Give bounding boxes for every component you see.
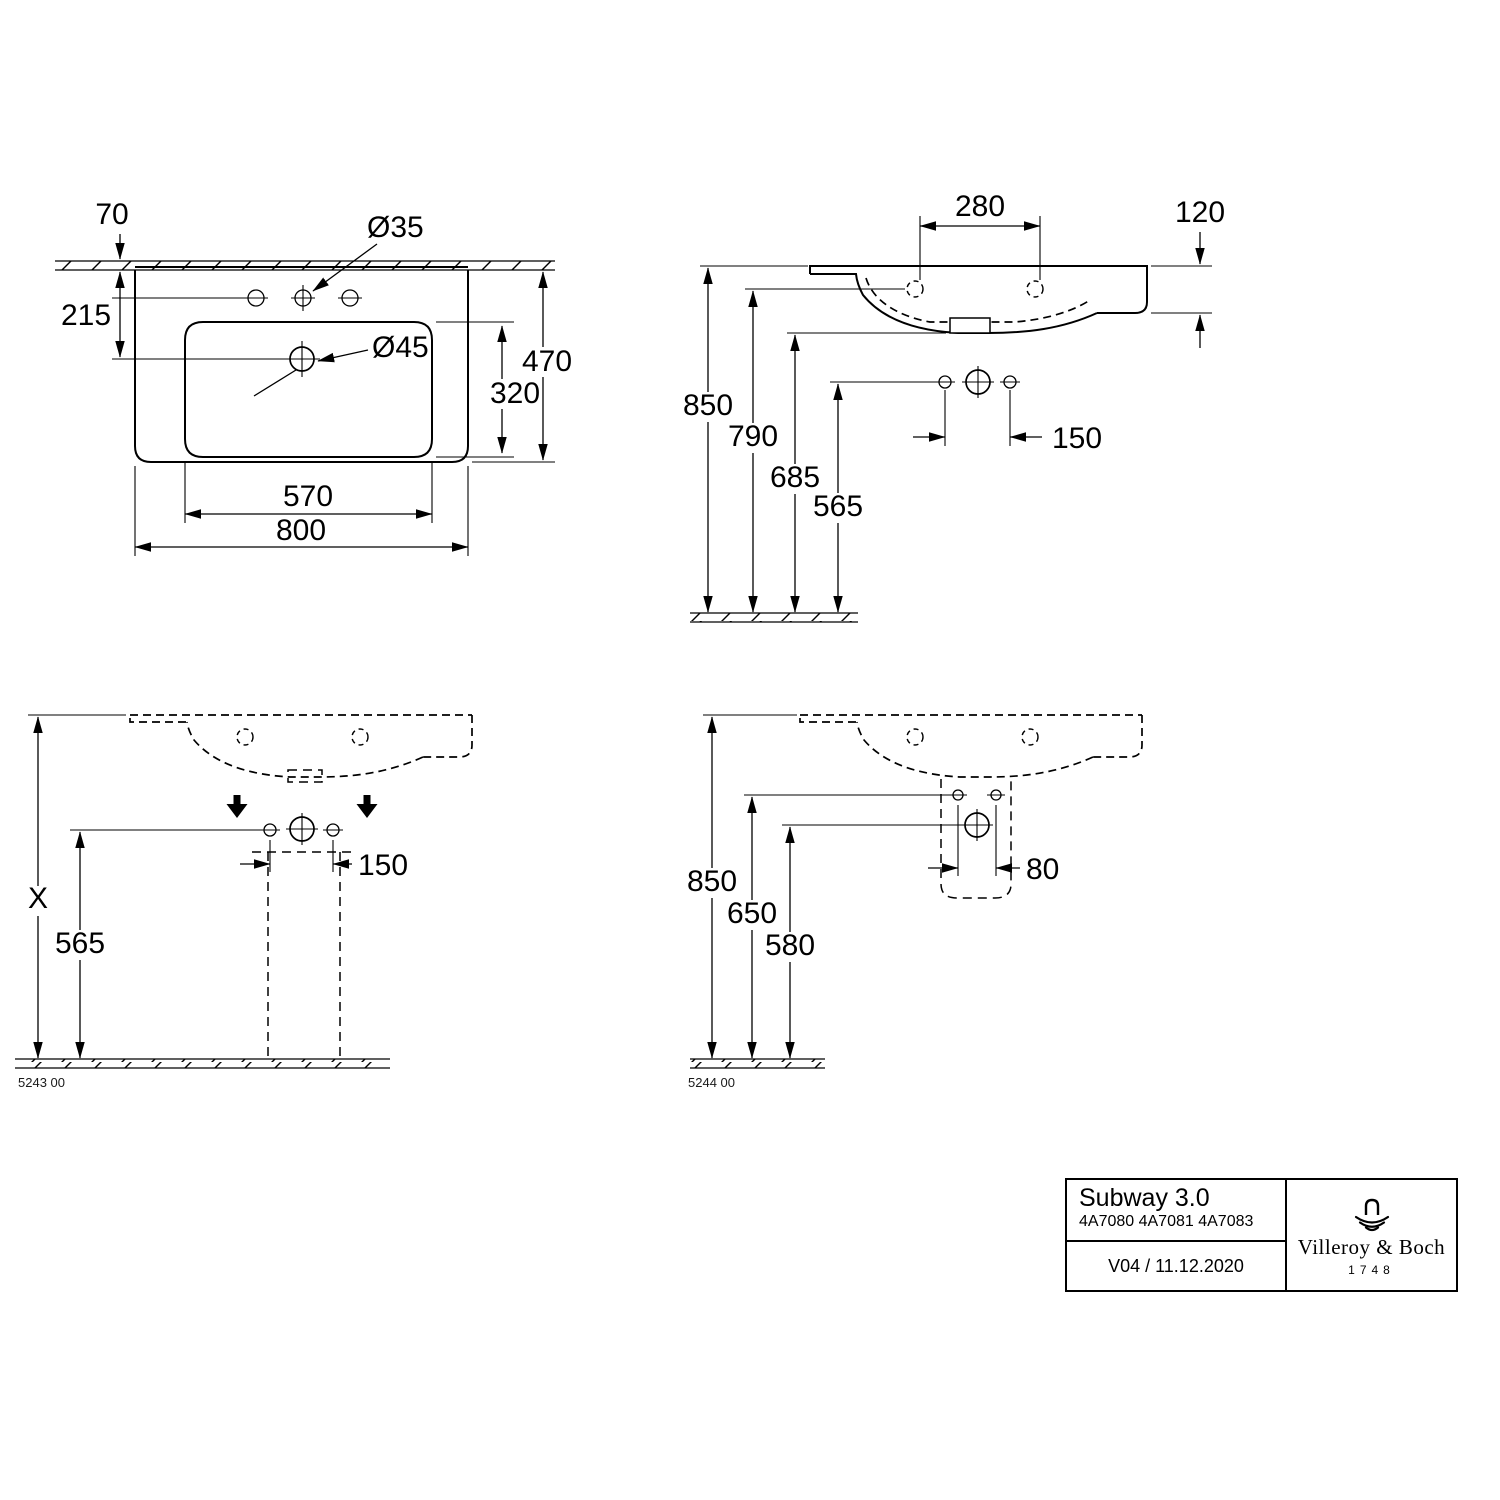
hidden-tap-hole	[1026, 280, 1044, 298]
brand-name: Villeroy & Boch	[1297, 1235, 1446, 1259]
drain-hole	[284, 341, 320, 377]
dim-text-gap	[489, 379, 541, 409]
villeroy-boch-logo-icon	[1354, 1198, 1389, 1232]
dim-text-gap	[23, 886, 53, 916]
plan-extension-lines	[112, 297, 555, 556]
dim-text-gap	[764, 932, 816, 962]
dim-text-gap	[519, 347, 575, 377]
dim-fixing-hole-spacing: 150	[1052, 422, 1102, 455]
overflow-outlet	[949, 317, 991, 334]
dim-drain-spacing: 80	[1026, 853, 1059, 886]
article-code: 5244 00	[688, 1075, 735, 1090]
dim-total-depth: 470	[522, 345, 572, 378]
hidden-siphon-cover-outline	[940, 779, 1012, 899]
dim-text-gap	[682, 392, 734, 422]
dim-height-overflow: 685	[770, 461, 820, 494]
dim-fixing-hole-spacing: 150	[358, 849, 408, 882]
article-code: 5243 00	[18, 1075, 65, 1090]
dim-front-edge-height: 120	[1175, 196, 1225, 229]
dim-height-drain: 580	[765, 929, 815, 962]
label-drain-diameter: Ø45	[372, 331, 429, 364]
version-date: V04 / 11.12.2020	[1108, 1255, 1244, 1276]
siphon-view: 850 650 580 80 5244 00	[686, 714, 1143, 1090]
dim-height-total: 850	[683, 389, 733, 422]
dim-text-gap	[686, 868, 738, 898]
floor-section	[690, 612, 858, 623]
hidden-bowl-contour	[865, 277, 1091, 323]
pedestal-dimension-lines	[33, 716, 352, 1059]
hidden-tap-hole	[906, 280, 924, 298]
front-extension-lines	[700, 216, 1212, 446]
product-cell: Subway 3.0 4A7080 4A7081 4A7083	[1067, 1180, 1285, 1242]
floor-section	[15, 1058, 390, 1069]
wall-fixing-holes	[260, 813, 343, 845]
dim-bowl-width: 570	[283, 480, 333, 513]
dim-text-gap	[769, 464, 821, 494]
brand-founding-year: 1748	[1348, 1263, 1395, 1277]
dim-text-gap	[54, 930, 106, 960]
dim-text-gap	[726, 900, 778, 930]
wall-fixing-holes	[935, 366, 1020, 398]
brand-cell: Villeroy & Boch 1748	[1287, 1180, 1456, 1290]
product-name: Subway 3.0	[1079, 1184, 1210, 1212]
title-block-info-column: Subway 3.0 4A7080 4A7081 4A7083 V04 / 11…	[1067, 1180, 1287, 1290]
tap-holes	[244, 285, 362, 311]
front-view: 280 120 150 850 790 685 565	[682, 190, 1225, 623]
dim-back-to-drain: 215	[61, 299, 111, 332]
basin-outline	[134, 270, 469, 463]
dim-height-x: X	[28, 882, 48, 915]
article-numbers: 4A7080 4A7081 4A7083	[1079, 1213, 1254, 1231]
dim-wall-offset: 70	[95, 198, 128, 231]
dim-total-width: 800	[276, 514, 326, 547]
dim-text-gap	[812, 493, 864, 523]
wall-fixing-holes	[949, 789, 1005, 841]
hidden-basin-outline	[799, 714, 1143, 778]
dim-height-fixing-holes: 565	[813, 490, 863, 523]
plan-leader-lines	[253, 243, 378, 397]
plan-view: 70 215 Ø35 Ø45 320 470 570 800	[55, 198, 575, 556]
front-dimension-lines	[703, 221, 1205, 613]
bowl-outline	[184, 321, 433, 458]
dim-height-total: 850	[687, 865, 737, 898]
dim-height-fixing-holes: 565	[55, 927, 105, 960]
pedestal-extension-lines	[28, 714, 334, 872]
dim-text-gap	[727, 423, 779, 453]
mounting-direction-arrow	[226, 795, 248, 818]
label-tap-hole-diameter: Ø35	[367, 211, 424, 244]
basin-underside-outline	[810, 273, 1098, 334]
hidden-basin-outline	[129, 714, 473, 783]
dim-tap-hole-spacing: 280	[955, 190, 1005, 223]
dim-height-fixing-holes: 650	[727, 897, 777, 930]
dim-bowl-depth: 320	[490, 377, 540, 410]
basin-profile-outline	[809, 265, 1148, 314]
dim-height-tap-deck: 790	[728, 420, 778, 453]
siphon-dimension-lines	[707, 716, 1020, 1059]
floor-section	[690, 1058, 825, 1069]
pedestal-view: X 565 150 5243 00	[15, 714, 473, 1090]
mounting-direction-arrow	[356, 795, 378, 818]
hidden-pedestal-outline	[252, 851, 356, 1059]
title-block: Subway 3.0 4A7080 4A7081 4A7083 V04 / 11…	[1065, 1178, 1458, 1292]
wall-section	[55, 260, 555, 271]
